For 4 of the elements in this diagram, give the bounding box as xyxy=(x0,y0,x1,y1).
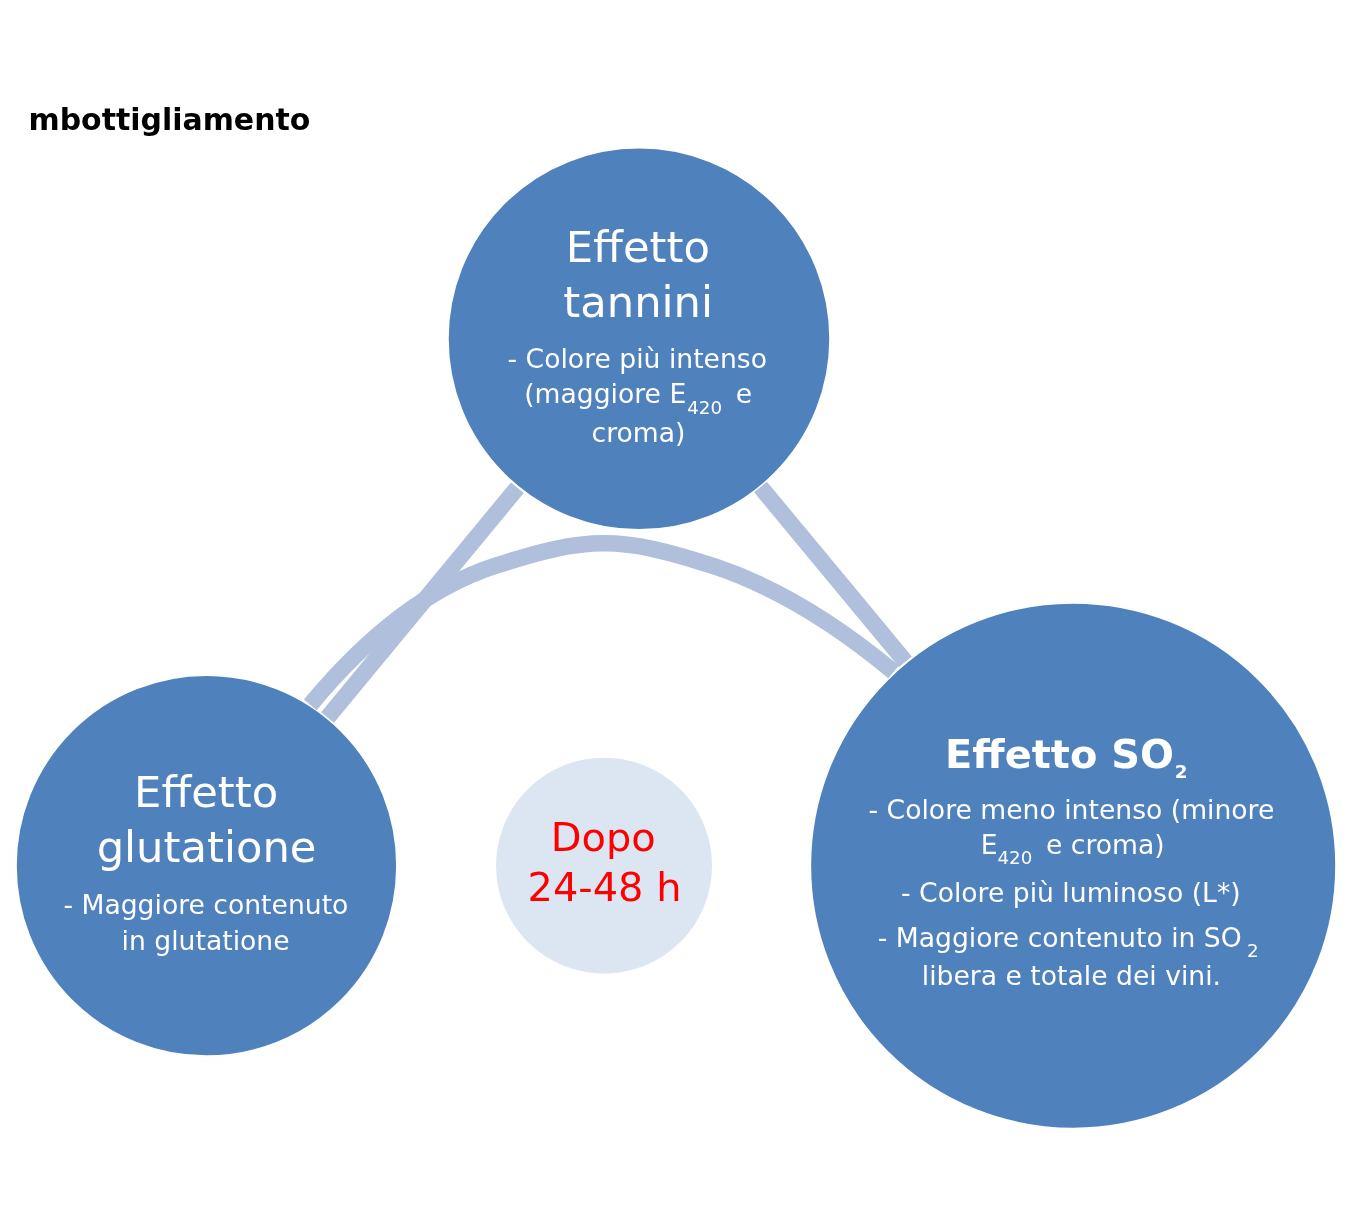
connector xyxy=(754,481,912,668)
diagram-title: mbottigliamento xyxy=(28,101,311,137)
connector xyxy=(304,535,899,711)
connector xyxy=(321,482,524,723)
